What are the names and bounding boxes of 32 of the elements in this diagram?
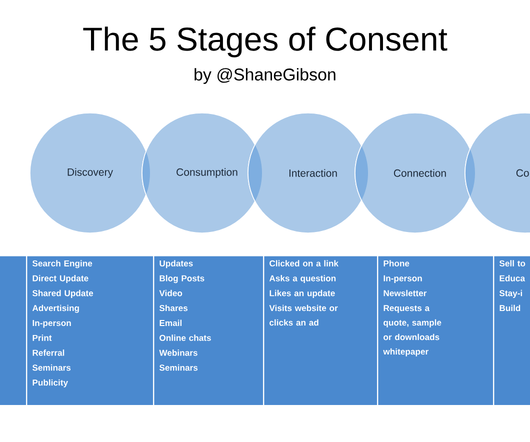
list-item: In-person (32, 320, 71, 328)
title: The 5 Stages of Consent (83, 26, 448, 58)
list-item: Educa (500, 275, 526, 282)
list-item: Seminars (159, 364, 198, 371)
list-item: Direct Update (32, 275, 88, 284)
list-item: Sell to (499, 260, 526, 266)
list-item: Visits website or clicks an ad (269, 304, 338, 326)
list-item: In-person (384, 275, 422, 284)
list-item: Updates (160, 260, 193, 268)
list-item: Webinars (159, 350, 198, 356)
list-item: Advertising (32, 304, 79, 313)
table-cell (0, 255, 28, 406)
list-item: Video (159, 290, 182, 296)
list-item: Search Engine (32, 260, 92, 268)
list-item: Requests a quote, sample or downloads whitepaper (383, 305, 442, 356)
list-item: Stay-i (499, 290, 522, 298)
list-item: Newsletter (384, 290, 427, 296)
list-item: Seminars (32, 364, 71, 371)
list-item: Likes an update (270, 290, 335, 298)
list-item: Asks a question (269, 275, 336, 284)
list-item: Print (32, 334, 52, 341)
list-item: Clicked on a link (270, 260, 338, 266)
list-item: Publicity (32, 379, 68, 388)
list-item: Shares (159, 304, 188, 312)
list-item: Build (500, 304, 520, 312)
list-item: Shared Update (32, 290, 94, 298)
list-item: Email (160, 320, 182, 326)
list-item: Phone (384, 260, 410, 266)
subtitle: by @ShaneGibson (194, 68, 336, 84)
list-item: Blog Posts (160, 275, 204, 284)
list-item: Referral (32, 350, 64, 356)
list-item: Online chats (160, 334, 211, 341)
